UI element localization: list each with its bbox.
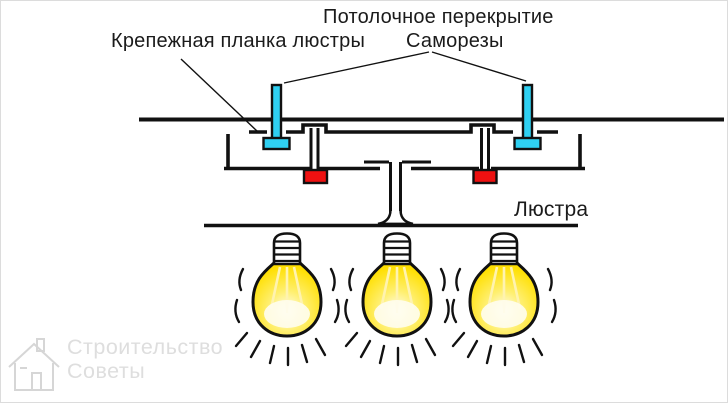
chandelier-cup — [224, 134, 585, 171]
threaded-rod-right — [480, 128, 490, 171]
screw-left — [262, 83, 291, 151]
house-icon — [8, 338, 60, 391]
watermark: Строительство Советы — [7, 335, 223, 395]
screw-right — [513, 83, 542, 151]
bulb-2 — [343, 232, 451, 367]
label-mounting-plate: Крепежная планка люстры — [111, 30, 366, 52]
leader-line-screw-left — [283, 51, 430, 84]
center-tube — [364, 160, 431, 225]
watermark-line2: Советы — [67, 359, 146, 384]
nut-right — [472, 168, 498, 185]
leader-line-screw-right — [431, 51, 527, 82]
threaded-rod-left — [309, 128, 320, 171]
watermark-line1: Строительство — [67, 335, 224, 359]
mounting-plate — [249, 123, 558, 134]
nut-left — [302, 168, 329, 185]
tube-bell — [377, 210, 414, 225]
label-screws: Саморезы — [406, 30, 504, 52]
label-ceiling: Потолочное перекрытие — [323, 6, 554, 28]
bulb-1 — [233, 232, 341, 367]
bulb-3 — [450, 232, 558, 367]
label-chandelier: Люстра — [514, 198, 589, 221]
